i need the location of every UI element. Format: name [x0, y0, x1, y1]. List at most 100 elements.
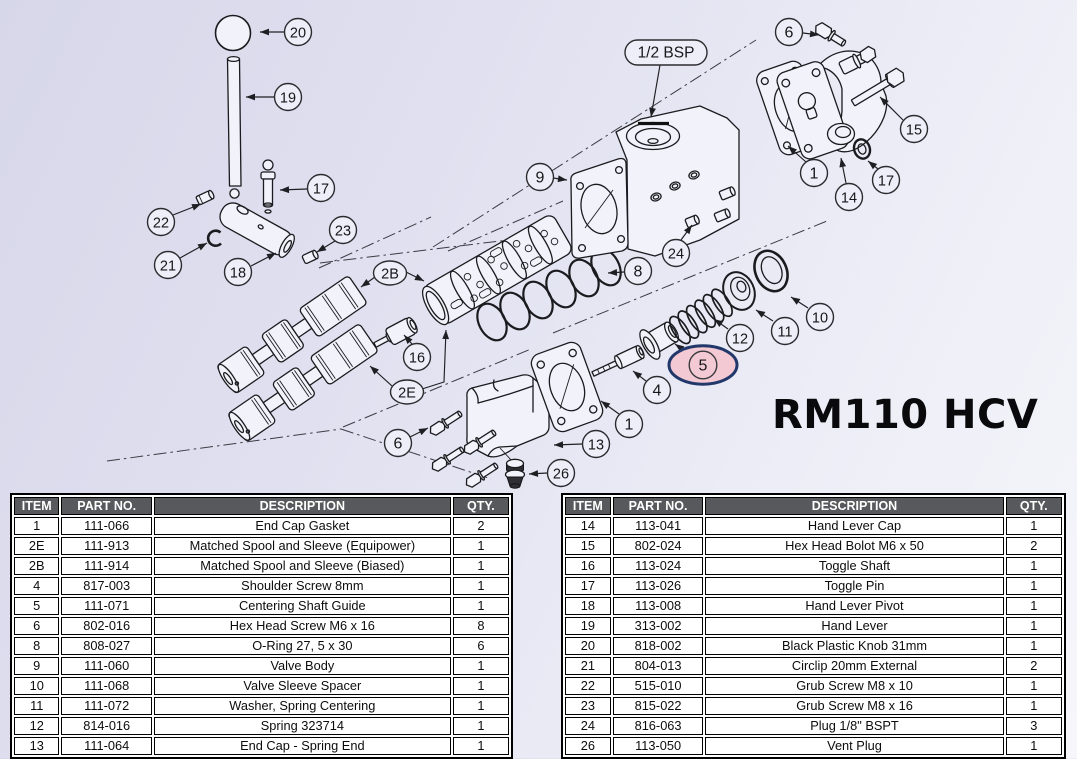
callout-20: 20: [260, 17, 313, 47]
centering-shaft-guide-part: [639, 321, 680, 360]
table-cell: 12: [14, 717, 60, 735]
callout-26: 26: [528, 458, 576, 488]
svg-text:21: 21: [160, 258, 176, 274]
table-cell: 15: [565, 537, 611, 555]
table-cell: Toggle Pin: [705, 577, 1004, 595]
callout-1-bottom: 1: [600, 400, 644, 439]
table-cell: Hex Head Bolot M6 x 50: [705, 537, 1004, 555]
callout-16: 16: [402, 334, 432, 372]
spool-equipower-part: [228, 324, 378, 442]
table-cell: 6: [452, 637, 509, 655]
column-header-description: DESCRIPTION: [705, 497, 1004, 515]
table-cell: 113-041: [612, 517, 704, 535]
table-cell: Hex Head Screw M6 x 16: [153, 617, 451, 635]
plastic-knob-part: [214, 14, 252, 52]
svg-text:23: 23: [335, 223, 351, 239]
table-cell: 1: [1005, 577, 1062, 595]
table-cell: 111-060: [61, 657, 152, 675]
header-row: ITEM PART NO. DESCRIPTION QTY.: [14, 497, 509, 515]
svg-text:22: 22: [153, 215, 169, 231]
table-cell: 804-013: [612, 657, 704, 675]
table-cell: 2: [1005, 657, 1062, 675]
callout-12: 12: [713, 318, 755, 353]
table-cell: 808-027: [61, 637, 152, 655]
table-cell: 16: [565, 557, 611, 575]
table-cell: 1: [1005, 677, 1062, 695]
product-title: RM110 HCV: [772, 392, 1038, 438]
valve-body-part: [570, 105, 740, 259]
table-cell: Matched Spool and Sleeve (Equipower): [153, 537, 451, 555]
o-ring-stack: [476, 247, 622, 342]
table-cell: 17: [565, 577, 611, 595]
svg-text:5: 5: [699, 357, 708, 374]
table-cell: 10: [14, 677, 60, 695]
callout-19: 19: [246, 82, 303, 112]
svg-text:2B: 2B: [381, 266, 399, 282]
column-header-qty: QTY.: [452, 497, 509, 515]
callout-5-highlighted: 5: [667, 343, 739, 386]
table-cell: 1: [1005, 697, 1062, 715]
svg-text:6: 6: [394, 435, 403, 452]
table-cell: 1: [14, 517, 60, 535]
table-cell: 818-002: [612, 637, 704, 655]
callout-6-top: 6: [774, 17, 820, 47]
table-cell: 1: [452, 737, 509, 755]
table-cell: 8: [452, 617, 509, 635]
table-cell: 2: [452, 517, 509, 535]
column-header-item: ITEM: [14, 497, 60, 515]
hex-bolt-part: [850, 67, 905, 107]
table-cell: 9: [14, 657, 60, 675]
svg-text:20: 20: [290, 25, 306, 41]
svg-text:12: 12: [732, 331, 748, 347]
table-cell: 8: [14, 637, 60, 655]
table-cell: End Cap - Spring End: [153, 737, 451, 755]
table-cell: O-Ring 27, 5 x 30: [153, 637, 451, 655]
callout-13: 13: [553, 429, 611, 459]
table-cell: 817-003: [61, 577, 152, 595]
column-header-part-no: PART NO.: [612, 497, 704, 515]
table-cell: Hand Lever Pivot: [705, 597, 1004, 615]
table-cell: 313-002: [612, 617, 704, 635]
vent-plug-part: [504, 458, 526, 489]
table-cell: Valve Sleeve Spacer: [153, 677, 451, 695]
table-cell: Grub Screw M8 x 10: [705, 677, 1004, 695]
table-cell: Spring 323714: [153, 717, 451, 735]
port-size-text: 1/2 BSP: [638, 45, 695, 62]
grub-screw-m8x10-part: [195, 189, 215, 206]
spring-washer-part: [722, 271, 756, 311]
port-size-label: 1/2 BSP: [624, 39, 708, 118]
table-cell: 1: [452, 697, 509, 715]
callout-15: 15: [879, 96, 929, 144]
svg-text:17: 17: [878, 173, 894, 189]
table-cell: 4: [14, 577, 60, 595]
table-cell: 1: [1005, 597, 1062, 615]
callout-1-top: 1: [787, 145, 829, 188]
callout-14: 14: [834, 157, 864, 212]
table-cell: 24: [565, 717, 611, 735]
header-row: ITEM PART NO. DESCRIPTION QTY.: [565, 497, 1062, 515]
table-cell: 111-914: [61, 557, 152, 575]
table-cell: 111-913: [61, 537, 152, 555]
table-cell: 5: [14, 597, 60, 615]
column-header-item: ITEM: [565, 497, 611, 515]
svg-text:11: 11: [777, 324, 792, 340]
table-cell: Hand Lever Cap: [705, 517, 1004, 535]
table-cell: 1: [452, 577, 509, 595]
circlip-part: [206, 229, 222, 248]
spool-biased-part: [217, 276, 367, 394]
table-cell: 13: [14, 737, 60, 755]
table-cell: 22: [565, 677, 611, 695]
